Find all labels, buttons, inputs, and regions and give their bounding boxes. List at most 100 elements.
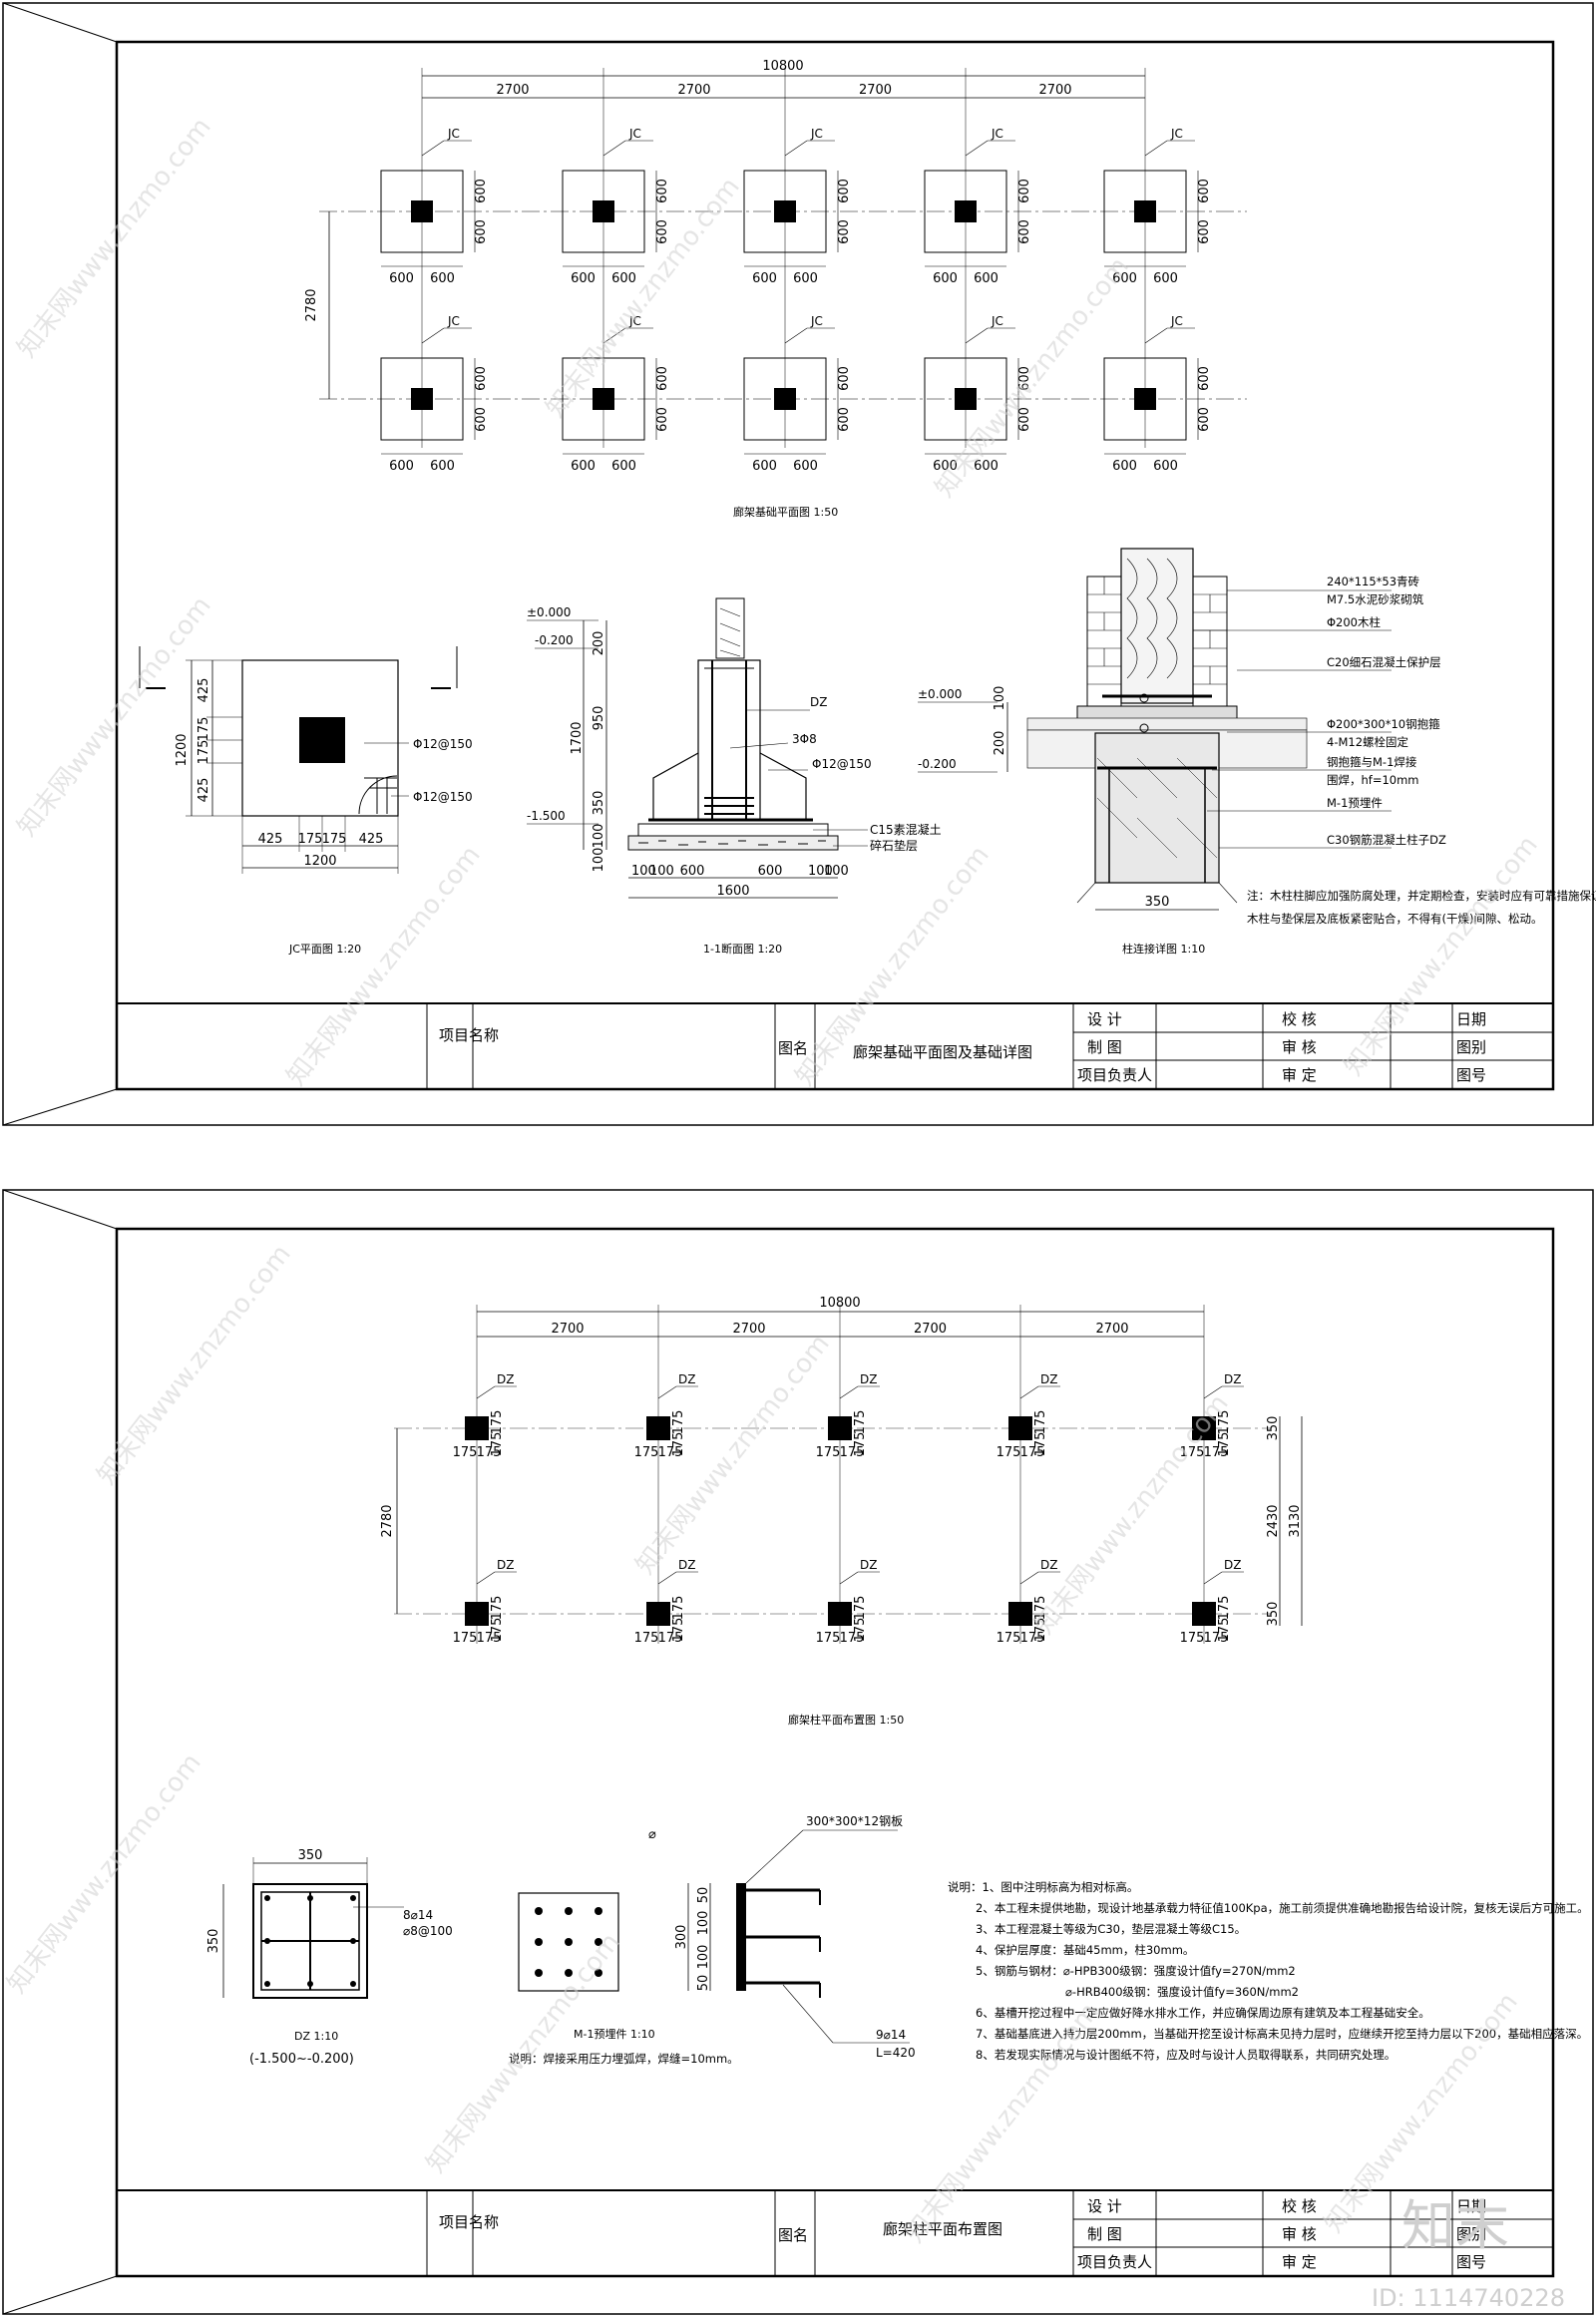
sheet-2-outer-border [2, 1189, 1594, 2315]
section-dim-total: 1600 [716, 884, 749, 899]
note-4: 4、保护层厚度：基础45mm，柱30mm。 [976, 1943, 1194, 1957]
column-dim-label: 175 [477, 1445, 502, 1460]
section-layer-1: C15素混凝土 [870, 822, 942, 837]
footing-dim-label: 600 [793, 459, 818, 474]
section-dim-b1: 100 [631, 864, 656, 879]
column-dim-label: 175 [1204, 1445, 1229, 1460]
m1-plate-label: 300*300*12钢板 [806, 1814, 903, 1828]
footing-tag: JC [991, 314, 1003, 328]
jc-dim-bottom-total: 1200 [303, 854, 336, 869]
bay-dim-label: 2700 [1038, 83, 1071, 98]
section-dim-1700: 1700 [570, 721, 585, 754]
footing-dim-label: 600 [1153, 271, 1178, 286]
detail-elev-mid: -0.200 [918, 757, 957, 771]
column-dim-label: 175 [1033, 1410, 1048, 1435]
detail-dim-100: 100 [993, 686, 1007, 711]
column-tag: DZ [678, 1372, 695, 1386]
tag-leader [784, 327, 808, 344]
column-block [1192, 1416, 1216, 1440]
column-tag: DZ [860, 1372, 877, 1386]
column-block [1192, 1602, 1216, 1626]
foundation-plan-caption: 廊架基础平面图 1:50 [733, 505, 838, 519]
column-dim-label: 175 [1217, 1432, 1232, 1457]
tb1-category: 图别 [1456, 1038, 1486, 1056]
detail-callout-dz: C30钢筋混凝土柱子DZ [1327, 833, 1446, 847]
tag-leader [839, 1571, 859, 1585]
section-dim-950: 950 [592, 706, 606, 731]
tb1-date: 日期 [1456, 1010, 1486, 1028]
column-dim-label: 175 [1020, 1445, 1045, 1460]
footing-outline [562, 357, 645, 441]
detail-callout-cover: C20细石混凝土保护层 [1327, 655, 1441, 669]
bay-dim-label: 2700 [677, 83, 710, 98]
bay-dim-label: 2700 [732, 1322, 765, 1337]
footing-outline [743, 357, 827, 441]
footing-dim-label: 600 [655, 179, 670, 203]
tb2-number: 图号 [1456, 2253, 1486, 2271]
section-dim-b5: 100 [808, 864, 833, 879]
footing-dim-label: 600 [974, 459, 998, 474]
jc-dim-left-3: 175 [197, 740, 211, 765]
dz-section-view: 350 350 8⌀14 ⌀8@100 DZ 1:10 (-1.500~-0.2… [206, 1848, 453, 2067]
footing-outline [1103, 170, 1187, 253]
column-block [593, 388, 614, 410]
jc-dim-bottom-4: 425 [359, 832, 384, 847]
footing-tag: JC [991, 127, 1003, 141]
tag-leader [1203, 1385, 1223, 1399]
detail-callout-mortar: M7.5水泥砂浆砌筑 [1327, 592, 1424, 606]
column-dim-label: 175 [671, 1596, 686, 1621]
detail-dim-width: 350 [1145, 895, 1170, 910]
footing-dim-label: 600 [655, 219, 670, 244]
column-dim-label: 175 [1033, 1596, 1048, 1621]
bay-dim-label: 2700 [914, 1322, 947, 1337]
section-elev-bot: -1.500 [527, 809, 566, 823]
footing-dim-label: 600 [474, 219, 489, 244]
footing-tag: JC [628, 314, 641, 328]
detail-caption: 柱连接详图 1:10 [1122, 942, 1205, 956]
column-block [1008, 1416, 1032, 1440]
tb1-project-label: 项目名称 [439, 1026, 499, 1044]
right-dim-label: 350 [1266, 1602, 1281, 1627]
column-block [1134, 200, 1156, 222]
section-dim-b6: 100 [824, 864, 849, 879]
jc-plan-view: 1200 425 175 175 425 425 175 175 425 120… [139, 646, 473, 956]
note-8: 8、若发现实际情况与设计图纸不符，应及时与设计人员取得联系，共同研究处理。 [976, 2048, 1396, 2062]
detail-elev-top: ±0.000 [918, 687, 962, 701]
column-tag: DZ [1224, 1372, 1241, 1386]
tag-leader [602, 327, 626, 344]
column-dim-label: 175 [671, 1410, 686, 1435]
overall-dim-label: 10800 [819, 1296, 860, 1311]
footing-tag: JC [628, 127, 641, 141]
column-block [465, 1602, 489, 1626]
footing-dim-label: 600 [1017, 219, 1032, 244]
footing-dim-label: 600 [389, 459, 414, 474]
footing-dim-label: 600 [837, 219, 852, 244]
tag-leader [965, 327, 989, 344]
footing-dim-label: 600 [655, 366, 670, 391]
column-dim-label: 175 [1180, 1631, 1205, 1646]
footing-dim-label: 600 [571, 271, 596, 286]
tb2-check: 校 核 [1282, 2197, 1317, 2215]
section-elev-top: ±0.000 [527, 605, 571, 619]
dz-caption: DZ 1:10 [294, 2030, 338, 2043]
tag-leader [657, 1571, 677, 1585]
m1-bar-label: 9⌀14 [876, 2028, 906, 2042]
column-dim-label: 175 [658, 1445, 683, 1460]
bay-dim-label: 2700 [551, 1322, 584, 1337]
brand-logo-text: 知末 [1401, 2194, 1509, 2257]
title-block-1: 项目名称 图名 廊架基础平面图及基础详图 设 计 制 图 项目负责人 校 核 审… [116, 1002, 1554, 1090]
tb1-draft: 制 图 [1087, 1038, 1122, 1056]
m1-dim-4: 50 [696, 1975, 711, 1992]
m1-embed-plate: ⌀ M-1预埋件 1:10 说明：焊接采用压力埋弧焊，焊缝=10mm。 300*… [509, 1814, 916, 2066]
tb2-design: 设 计 [1087, 2197, 1122, 2215]
footing-dim-label: 600 [1112, 459, 1137, 474]
column-dim-label: 175 [453, 1631, 478, 1646]
section-column-tag: DZ [810, 695, 827, 709]
column-dim-label: 175 [840, 1445, 865, 1460]
jc-rebar-label-1: Φ12@150 [413, 737, 473, 751]
footing-dim-label: 600 [933, 271, 958, 286]
footing-dim-label: 600 [837, 179, 852, 203]
dz-rebar-stirrup: ⌀8@100 [403, 1924, 453, 1938]
column-dim-label: 175 [671, 1618, 686, 1643]
section-stirrup-label: 3Φ8 [792, 732, 817, 746]
